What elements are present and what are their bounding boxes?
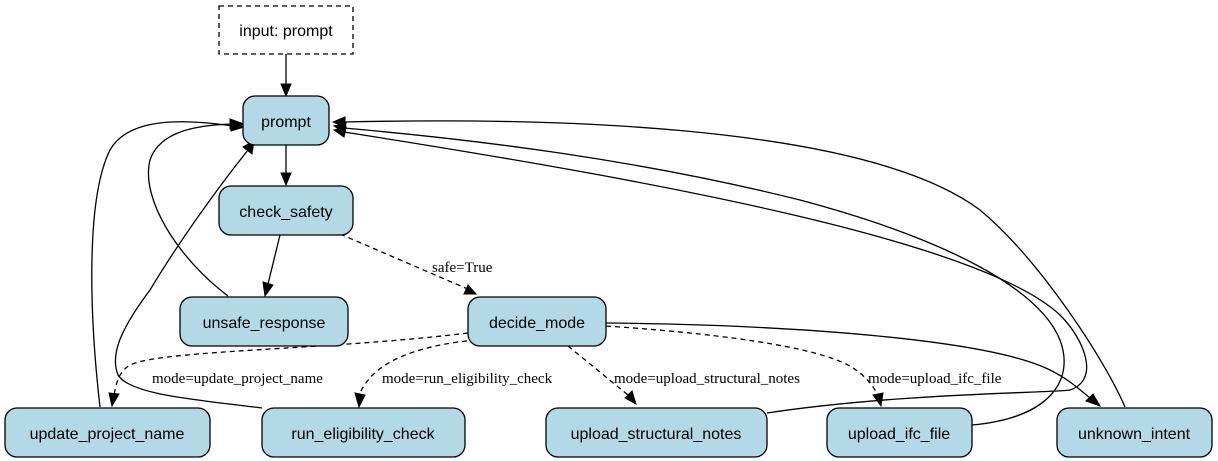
edge-update-project-name-to-prompt [91, 121, 234, 408]
arrowhead [280, 172, 292, 187]
arrowhead [872, 392, 884, 408]
edge-decide-mode-to-upload-ifc-file [605, 325, 879, 396]
node-update-project-name[interactable]: update_project_name [4, 407, 211, 458]
edge-label-upload-ifc-file: mode=upload_ifc_file [868, 371, 1002, 387]
node-check-safety[interactable]: check_safety [218, 185, 354, 236]
edge-check-safety-to-unsafe-response [267, 234, 281, 285]
edge-label-safe: safe=True [432, 260, 493, 276]
arrowhead [354, 392, 366, 409]
node-unsafe-response-label: unsafe_response [203, 315, 326, 332]
edge-run-eligibility-check-to-prompt [114, 149, 263, 409]
arrowhead [262, 281, 274, 298]
node-upload-structural-notes[interactable]: upload_structural_notes [545, 407, 768, 458]
node-run-eligibility-check-label: run_eligibility_check [291, 426, 435, 443]
arrowhead [108, 392, 120, 408]
node-decide-mode[interactable]: decide_mode [467, 296, 607, 347]
arrowhead [624, 390, 637, 406]
edge-decide-mode-to-update-project-name [113, 332, 469, 396]
node-check-safety-label: check_safety [239, 204, 332, 221]
edge-decide-mode-to-run-eligibility-check [359, 339, 477, 395]
node-upload-ifc-file[interactable]: upload_ifc_file [826, 407, 973, 458]
edge-upload-structural-notes-to-prompt [343, 131, 1088, 414]
arrowhead [1085, 393, 1102, 407]
edge-unsafe-response-to-prompt [147, 123, 233, 297]
edge-label-upload-structural-notes: mode=upload_structural_notes [614, 371, 800, 387]
node-upload-structural-notes-label: upload_structural_notes [571, 426, 742, 443]
edge-unknown-intent-to-prompt [343, 120, 1126, 408]
node-unsafe-response[interactable]: unsafe_response [179, 296, 349, 347]
node-input: input: prompt [218, 5, 354, 55]
node-upload-ifc-file-label: upload_ifc_file [848, 426, 950, 443]
edge-label-run-eligibility-check: mode=run_eligibility_check [382, 371, 553, 387]
node-run-eligibility-check[interactable]: run_eligibility_check [261, 407, 466, 458]
edge-label-update-project-name: mode=update_project_name [152, 371, 323, 387]
node-input-label: input: prompt [239, 23, 333, 40]
node-prompt-label: prompt [261, 114, 311, 131]
edge-decide-mode-to-upload-structural-notes [567, 345, 629, 396]
node-unknown-intent-label: unknown_intent [1078, 426, 1191, 443]
arrowhead [280, 83, 292, 98]
node-decide-mode-label: decide_mode [489, 315, 585, 332]
edge-decide-mode-to-unknown-intent [605, 322, 1091, 399]
node-unknown-intent[interactable]: unknown_intent [1056, 407, 1213, 458]
arrowhead [230, 120, 246, 132]
node-update-project-name-label: update_project_name [30, 426, 185, 443]
arrowhead [331, 116, 346, 128]
edge-check-safety-to-decide-mode [339, 233, 471, 291]
node-prompt[interactable]: prompt [242, 95, 330, 146]
arrowhead [463, 284, 478, 295]
